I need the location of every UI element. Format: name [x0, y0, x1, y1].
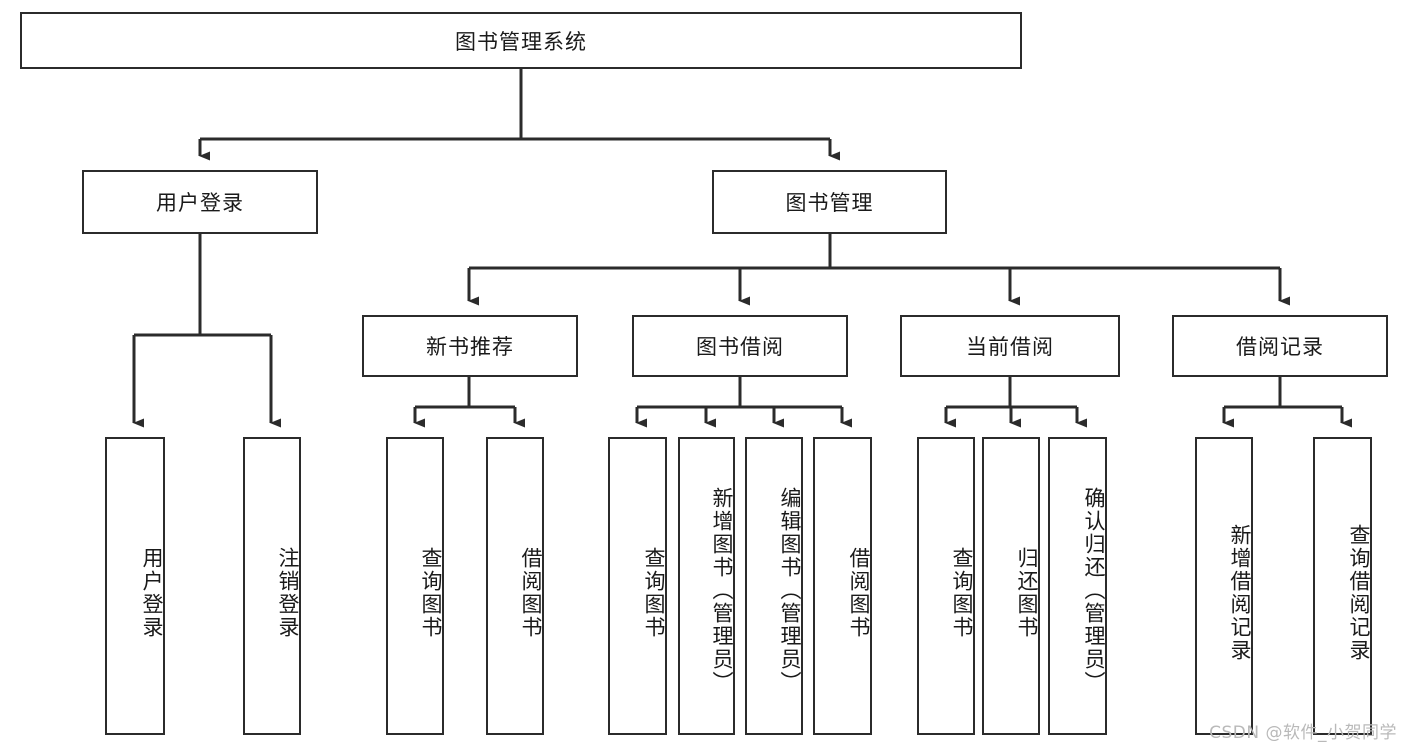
- node-leaf-query-book-2[interactable]: 查询图书: [608, 437, 667, 735]
- node-borrow-record[interactable]: 借阅记录: [1172, 315, 1388, 377]
- node-leaf-query-book-1-label: 查询图书: [419, 547, 443, 639]
- node-book-borrow[interactable]: 图书借阅: [632, 315, 848, 377]
- csdn-watermark: CSDN @软件_小贺同学: [1209, 723, 1397, 743]
- node-root-label: 图书管理系统: [455, 29, 587, 54]
- node-leaf-confirm-return-label: 确认归还（管理员）: [1082, 486, 1106, 694]
- node-leaf-return-book-label: 归还图书: [1015, 547, 1039, 639]
- node-root[interactable]: 图书管理系统: [20, 12, 1022, 69]
- node-leaf-query-book-2-label: 查询图书: [642, 547, 666, 639]
- node-leaf-confirm-return[interactable]: 确认归还（管理员）: [1048, 437, 1107, 735]
- node-leaf-edit-book-label: 编辑图书（管理员）: [778, 486, 802, 694]
- node-leaf-borrow-book-2[interactable]: 借阅图书: [813, 437, 872, 735]
- node-leaf-logout-label: 注销登录: [276, 547, 300, 639]
- node-leaf-borrow-book-1[interactable]: 借阅图书: [486, 437, 544, 735]
- node-leaf-query-book-1[interactable]: 查询图书: [386, 437, 444, 735]
- node-leaf-user-login[interactable]: 用户登录: [105, 437, 165, 735]
- node-new-book-rec-label: 新书推荐: [426, 335, 514, 359]
- node-borrow-record-label: 借阅记录: [1236, 335, 1324, 359]
- node-book-manage[interactable]: 图书管理: [712, 170, 947, 234]
- node-book-manage-label: 图书管理: [785, 191, 874, 215]
- node-leaf-query-record-label: 查询借阅记录: [1347, 524, 1371, 662]
- node-leaf-logout[interactable]: 注销登录: [243, 437, 301, 735]
- node-leaf-edit-book[interactable]: 编辑图书（管理员）: [745, 437, 803, 735]
- node-leaf-borrow-book-2-label: 借阅图书: [847, 547, 871, 639]
- node-leaf-query-record[interactable]: 查询借阅记录: [1313, 437, 1372, 735]
- node-leaf-query-book-3[interactable]: 查询图书: [917, 437, 975, 735]
- node-new-book-rec[interactable]: 新书推荐: [362, 315, 578, 377]
- node-leaf-user-login-label: 用户登录: [140, 547, 164, 639]
- node-leaf-add-book[interactable]: 新增图书（管理员）: [678, 437, 735, 735]
- node-user-login[interactable]: 用户登录: [82, 170, 318, 234]
- node-user-login-label: 用户登录: [156, 191, 244, 215]
- node-leaf-add-book-label: 新增图书（管理员）: [710, 486, 734, 694]
- node-leaf-add-record[interactable]: 新增借阅记录: [1195, 437, 1253, 735]
- node-leaf-return-book[interactable]: 归还图书: [982, 437, 1040, 735]
- node-leaf-add-record-label: 新增借阅记录: [1228, 524, 1252, 662]
- node-current-borrow[interactable]: 当前借阅: [900, 315, 1120, 377]
- node-current-borrow-label: 当前借阅: [966, 335, 1054, 359]
- node-leaf-borrow-book-1-label: 借阅图书: [519, 547, 543, 639]
- node-leaf-query-book-3-label: 查询图书: [950, 547, 974, 639]
- node-book-borrow-label: 图书借阅: [696, 335, 784, 359]
